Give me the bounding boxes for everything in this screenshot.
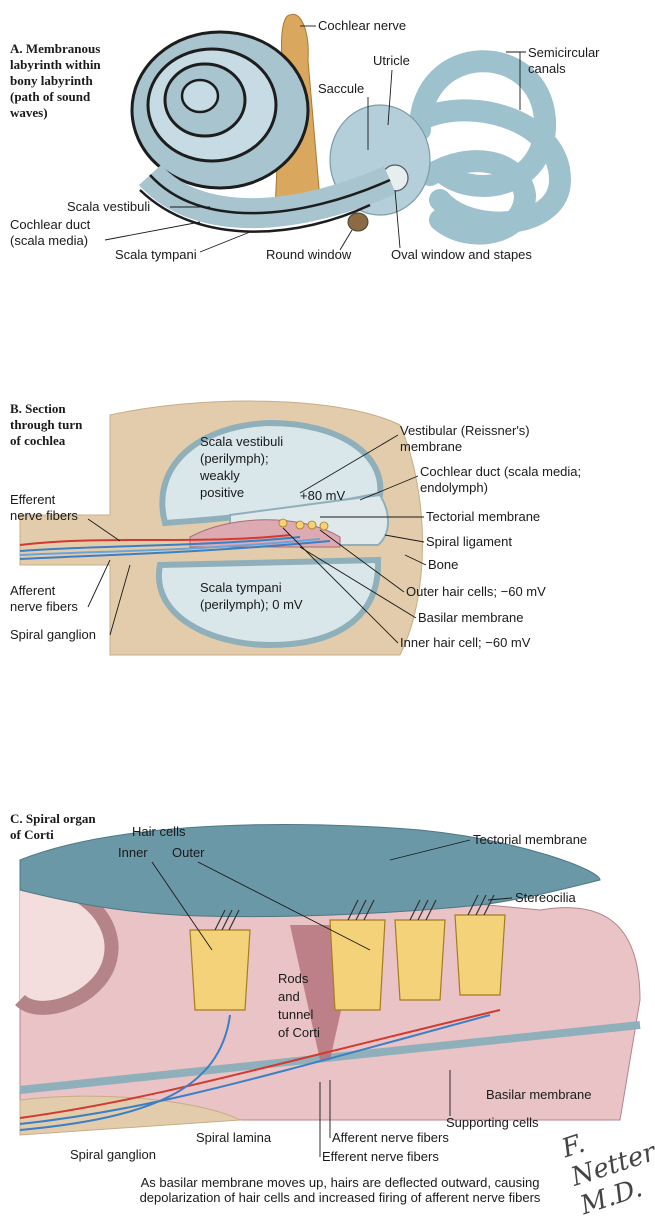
panel-a-title-l4: (path of sound xyxy=(10,89,91,104)
label-stereocilia: Stereocilia xyxy=(515,890,576,905)
label-spiral-ganglion-b: Spiral ganglion xyxy=(10,627,96,642)
panel-a-title-l2: labyrinth within xyxy=(10,57,101,72)
label-bone: Bone xyxy=(428,557,458,572)
round-window xyxy=(348,213,368,231)
label-outer-hair-cells: Outer hair cells; −60 mV xyxy=(406,584,546,599)
panel-b-illustration: B. Section through turn of cochlea Scala… xyxy=(0,395,655,665)
panel-a-title-l1: A. Membranous xyxy=(10,41,100,56)
panel-a-title-l3: bony labyrinth xyxy=(10,73,93,88)
caption-line-1: As basilar membrane moves up, hairs are … xyxy=(60,1175,620,1190)
label-hair-cells: Hair cells xyxy=(132,824,186,839)
panel-a-title: A. Membranous labyrinth within bony laby… xyxy=(10,41,104,120)
panel-a-illustration: A. Membranous labyrinth within bony laby… xyxy=(0,0,655,290)
label-basilar-c: Basilar membrane xyxy=(486,1087,592,1102)
label-afferent-c: Afferent nerve fibers xyxy=(332,1130,449,1145)
cochlea-spiral xyxy=(132,32,308,188)
label-cochlear-nerve: Cochlear nerve xyxy=(318,18,406,33)
panel-b: B. Section through turn of cochlea Scala… xyxy=(0,395,655,665)
caption: As basilar membrane moves up, hairs are … xyxy=(60,1175,620,1205)
label-spiral-ganglion-c: Spiral ganglion xyxy=(70,1147,156,1162)
label-round-window: Round window xyxy=(266,247,352,262)
label-utricle: Utricle xyxy=(373,53,410,68)
label-efferent-c: Efferent nerve fibers xyxy=(322,1149,439,1164)
label-outer: Outer xyxy=(172,845,205,860)
label-efferent-b: Efferent nerve fibers xyxy=(10,492,78,523)
label-tectorial-b: Tectorial membrane xyxy=(426,509,540,524)
label-oval-window: Oval window and stapes xyxy=(391,247,532,262)
panel-c-title: C. Spiral organ of Corti xyxy=(10,811,99,842)
label-inner: Inner xyxy=(118,845,148,860)
panel-a-title-l5: waves) xyxy=(10,105,48,120)
label-cochlear-duct: Cochlear duct (scala media) xyxy=(10,217,94,248)
panel-b-title: B. Section through turn of cochlea xyxy=(10,401,86,448)
label-inner-hair-cell: Inner hair cell; −60 mV xyxy=(400,635,531,650)
label-plus80: +80 mV xyxy=(300,488,345,503)
label-scala-vestibuli: Scala vestibuli xyxy=(67,199,150,214)
label-spiral-lamina: Spiral lamina xyxy=(196,1130,272,1145)
label-tectorial-c: Tectorial membrane xyxy=(473,832,587,847)
label-saccule: Saccule xyxy=(318,81,364,96)
panel-a: A. Membranous labyrinth within bony laby… xyxy=(0,0,655,290)
caption-line-2: depolarization of hair cells and increas… xyxy=(60,1190,620,1205)
semicircular-canals xyxy=(420,61,560,233)
label-spiral-ligament: Spiral ligament xyxy=(426,534,512,549)
label-scala-tympani: Scala tympani xyxy=(115,247,197,262)
label-semicircular-canals: Semicircular canals xyxy=(528,45,603,76)
label-afferent-b: Afferent nerve fibers xyxy=(10,583,78,614)
panel-c: C. Spiral organ of Corti Hair cells Inne… xyxy=(0,800,655,1175)
label-vestibular-membrane: Vestibular (Reissner's) membrane xyxy=(400,423,533,454)
label-supporting-cells: Supporting cells xyxy=(446,1115,539,1130)
label-cochlear-duct-b: Cochlear duct (scala media; endolymph) xyxy=(420,464,585,495)
panel-c-illustration: C. Spiral organ of Corti Hair cells Inne… xyxy=(0,800,655,1175)
label-basilar-b: Basilar membrane xyxy=(418,610,524,625)
